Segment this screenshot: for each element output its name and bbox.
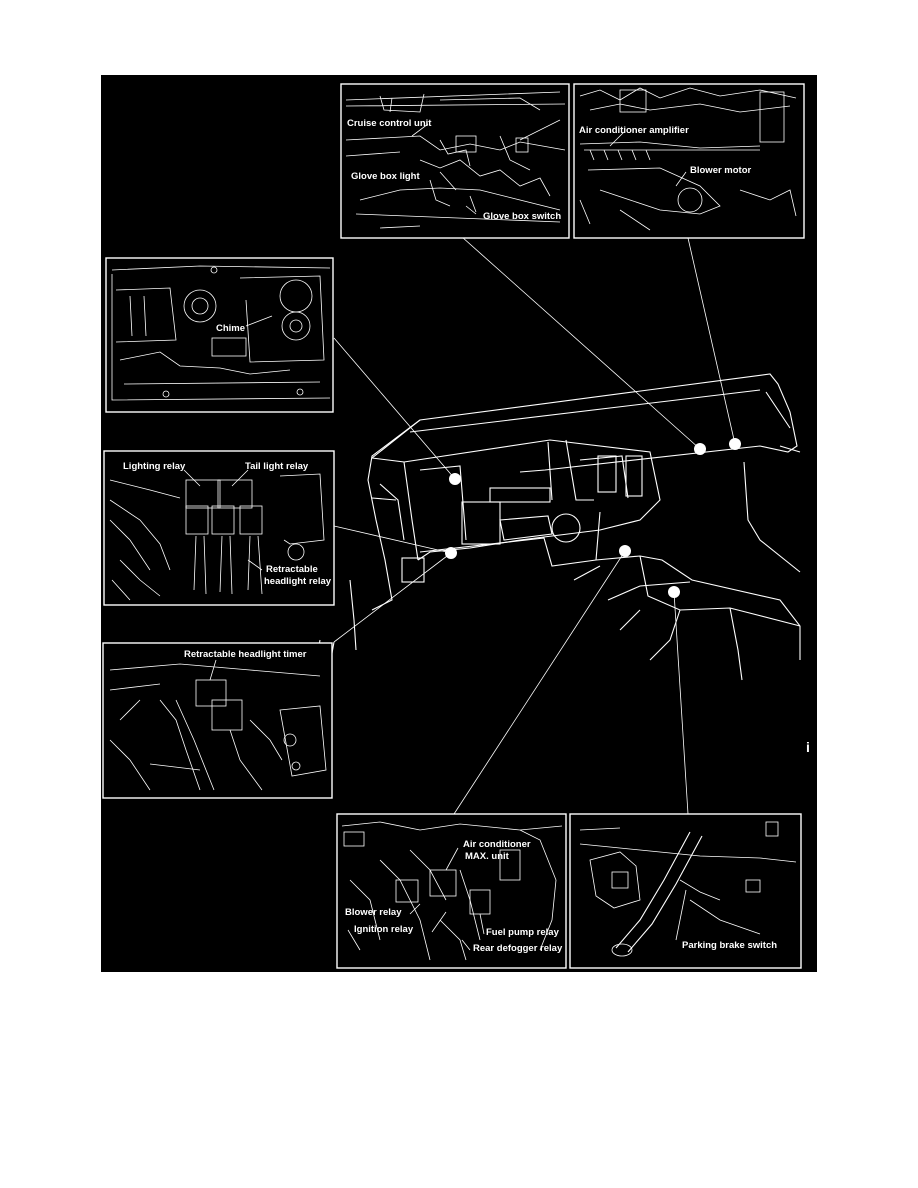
inset-chime: Chime xyxy=(105,257,334,413)
label-retractable-headlight-timer: Retractable headlight timer xyxy=(184,649,307,660)
inset-parking-brake-switch: Parking brake switch xyxy=(569,813,802,969)
inset-lighting-relays: Lighting relay Tail light relay Retracta… xyxy=(103,450,335,606)
label-chime: Chime xyxy=(216,323,245,334)
label-air-conditioner-amplifier: Air conditioner amplifier xyxy=(579,125,689,136)
inset-cruise-glove-box: Cruise control unit Glove box light Glov… xyxy=(340,83,570,239)
label-glove-box-light: Glove box light xyxy=(351,171,420,182)
inset-air-conditioner-blower: Air conditioner amplifier Blower motor xyxy=(573,83,805,239)
label-max-unit: MAX. unit xyxy=(465,851,510,862)
label-rear-defogger-relay: Rear defogger relay xyxy=(473,943,563,954)
label-blower-relay: Blower relay xyxy=(345,907,402,918)
leader-lines xyxy=(333,236,736,815)
label-ignition-relay: Ignition relay xyxy=(354,924,414,935)
label-lighting-relay: Lighting relay xyxy=(123,461,186,472)
inset-retractable-headlight-timer: Retractable headlight timer xyxy=(102,642,333,799)
label-cruise-control-unit: Cruise control unit xyxy=(347,118,432,129)
margin-mark: i xyxy=(806,739,810,755)
label-fuel-pump-relay: Fuel pump relay xyxy=(486,927,560,938)
label-blower-motor: Blower motor xyxy=(690,165,752,176)
label-glove-box-switch: Glove box switch xyxy=(483,211,561,222)
label-retractable: Retractable xyxy=(266,564,318,575)
label-parking-brake-switch: Parking brake switch xyxy=(682,940,777,951)
label-tail-light-relay: Tail light relay xyxy=(245,461,309,472)
inset-ac-max-unit-relays: Air conditioner MAX. unit Blower relay I… xyxy=(336,813,567,969)
label-air-conditioner: Air conditioner xyxy=(463,839,531,850)
label-headlight-relay: headlight relay xyxy=(264,576,332,587)
